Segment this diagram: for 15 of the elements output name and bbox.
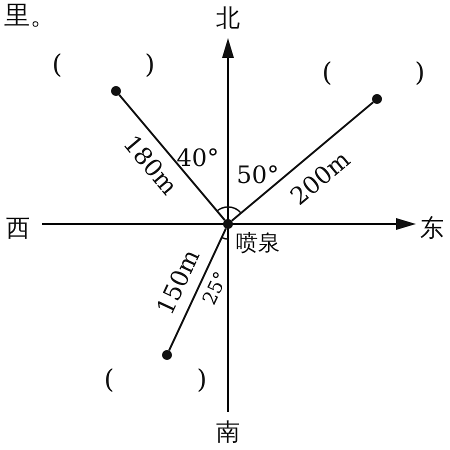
connector-line: [168, 228, 227, 351]
text-fragment: 里。: [4, 3, 56, 29]
direction-label: 东: [420, 216, 444, 240]
angle-label: 50°: [236, 163, 280, 187]
direction-label: 西: [6, 216, 30, 240]
place-label: 喷泉: [236, 233, 280, 255]
connector-line: [231, 101, 374, 222]
angle-label: 25°: [200, 268, 232, 308]
direction-label: 北: [216, 6, 240, 30]
connector-line: [118, 94, 226, 221]
answer-blank: ( ): [52, 52, 155, 78]
angle-label: 40°: [176, 146, 220, 170]
direction-label: 南: [216, 420, 240, 444]
answer-blank: ( ): [104, 367, 207, 393]
answer-blank: ( ): [322, 60, 425, 86]
